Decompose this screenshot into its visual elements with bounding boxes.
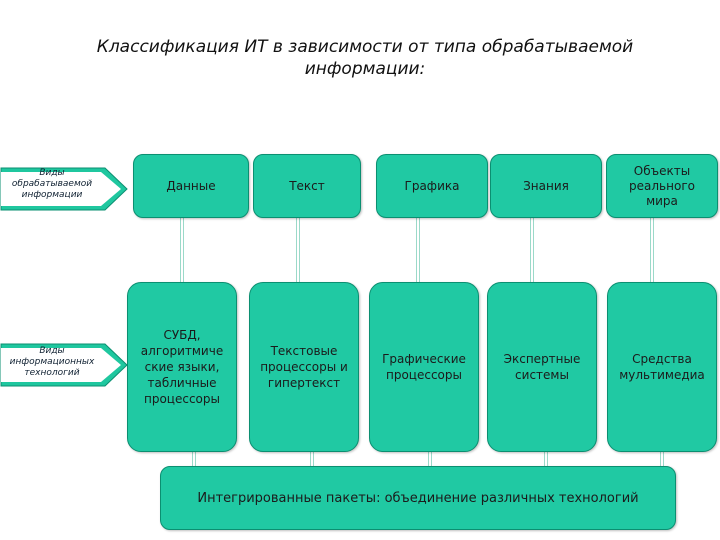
integrated-packages-label: Интегрированные пакеты: объединение разл… xyxy=(197,490,639,506)
info-type-box: Данные xyxy=(133,154,249,218)
label-technology-types-text: Виды информационных технологий xyxy=(9,346,95,378)
info-type-label: Знания xyxy=(523,178,569,193)
technology-label: СУБД, алгоритмиче ские языки, табличные … xyxy=(140,328,224,406)
arrow-shape-info xyxy=(0,167,128,211)
info-type-box: Графика xyxy=(376,154,488,218)
info-type-label: Данные xyxy=(166,178,216,193)
label-information-types: Виды обрабатываемой информации xyxy=(0,160,130,218)
connector-line xyxy=(310,452,314,466)
technology-label: Текстовые процессоры и гипертекст xyxy=(260,344,348,390)
connector-line xyxy=(180,218,184,282)
connector-line xyxy=(416,218,420,282)
info-type-label: Объекты реального мира xyxy=(629,163,695,208)
technology-label: Экспертные системы xyxy=(503,352,581,382)
info-type-label: Текст xyxy=(289,178,325,193)
connector-line xyxy=(530,218,534,282)
label-information-types-text: Виды обрабатываемой информации xyxy=(11,168,93,200)
info-type-box: Объекты реального мира xyxy=(606,154,718,218)
info-type-box: Текст xyxy=(253,154,361,218)
connector-line xyxy=(650,218,654,282)
technology-box: Экспертные системы xyxy=(487,282,597,452)
technology-label: Графические процессоры xyxy=(382,352,466,382)
label-technology-types: Виды информационных технологий xyxy=(0,340,130,398)
arrow-shape-tech xyxy=(0,343,128,387)
connector-line xyxy=(192,452,196,466)
connector-line xyxy=(428,452,432,466)
technology-label: Средства мультимедиа xyxy=(619,352,705,382)
technology-box: Текстовые процессоры и гипертекст xyxy=(249,282,359,452)
info-type-label: Графика xyxy=(404,178,460,193)
connector-line xyxy=(296,218,300,282)
connector-line xyxy=(544,452,548,466)
info-type-box: Знания xyxy=(490,154,602,218)
integrated-packages-box: Интегрированные пакеты: объединение разл… xyxy=(160,466,676,530)
technology-box: Средства мультимедиа xyxy=(607,282,717,452)
diagram-title: Классификация ИТ в зависимости от типа о… xyxy=(96,37,634,79)
connector-line xyxy=(660,452,664,466)
technology-box: СУБД, алгоритмиче ские языки, табличные … xyxy=(127,282,237,452)
technology-box: Графические процессоры xyxy=(369,282,479,452)
